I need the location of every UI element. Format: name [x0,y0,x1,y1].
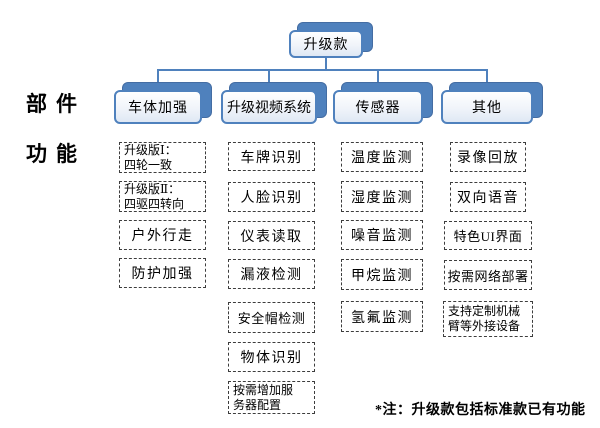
root-node-label: 升级款 [289,30,363,58]
feature-box: 特色UI界面 [444,221,532,250]
branch-node-body: 车体加强 [114,82,212,124]
branch-node-sensors: 传感器 [333,82,433,124]
feature-box: 按需网络部署 [444,260,532,290]
feature-box: 温度监测 [341,142,423,172]
feature-box: 噪音监测 [341,220,423,250]
feature-box: 湿度监测 [341,181,423,212]
branch-node-video: 升级视频系统 [221,82,327,124]
feature-box: 甲烷监测 [341,259,423,290]
feature-box: 氢氟监测 [341,301,423,332]
feature-box: 双向语音 [450,182,526,212]
feature-box: 安全帽检测 [228,302,315,333]
branch-node-label: 升级视频系统 [221,90,317,124]
branch-node-label: 传感器 [333,90,423,124]
branch-node-label: 车体加强 [114,90,202,124]
feature-box: 车牌识别 [228,142,315,171]
feature-box: 支持定制机械 臂等外接设备 [443,301,533,337]
row-label-parts: 部件 [26,92,86,116]
footnote: *注：升级款包括标准款已有功能 [375,403,586,418]
feature-box: 录像回放 [450,142,526,172]
feature-box: 仪表读取 [228,221,315,250]
feature-box: 升级版Ⅰ： 四轮一致 [119,142,206,173]
branch-node-other: 其他 [441,82,543,124]
feature-box: 防护加强 [119,258,206,288]
feature-box: 人脸识别 [228,182,315,212]
root-node: 升级款 [289,22,373,58]
branch-node-label: 其他 [441,90,533,124]
row-label-functions: 功能 [26,142,86,166]
feature-box: 物体识别 [228,342,315,372]
feature-box: 升级版Ⅱ： 四驱四转向 [119,181,206,212]
feature-box: 漏液检测 [228,259,315,289]
feature-box: 按需增加服 务器配置 [228,381,315,414]
feature-box: 户外行走 [119,220,206,250]
